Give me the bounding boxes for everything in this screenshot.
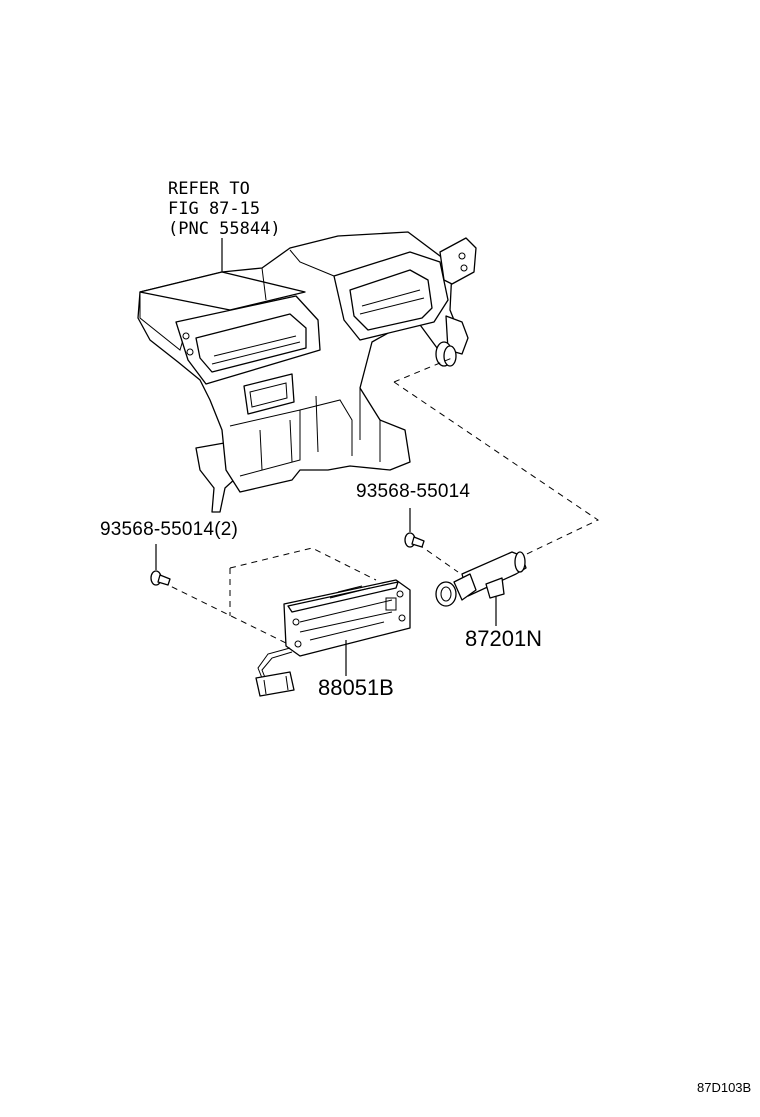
callout-screw-right: 93568-55014 — [356, 481, 471, 502]
screw-right-icon — [404, 532, 425, 548]
figure-code: 87D103B — [697, 1080, 752, 1095]
air-duct-assembly — [137, 231, 477, 513]
refer-note-line-1: REFER TO — [168, 179, 250, 199]
refer-note-line-2: FIG 87-15 — [168, 199, 261, 219]
callout-sensor: 87201N — [465, 626, 543, 651]
control-module-icon — [255, 579, 411, 697]
refer-note-line-3: (PNC 55844) — [168, 219, 281, 239]
temperature-sensor-icon — [435, 551, 527, 607]
callout-module: 88051B — [318, 675, 394, 700]
callout-screw-left: 93568-55014(2) — [100, 519, 239, 540]
screw-left-icon — [150, 570, 171, 586]
